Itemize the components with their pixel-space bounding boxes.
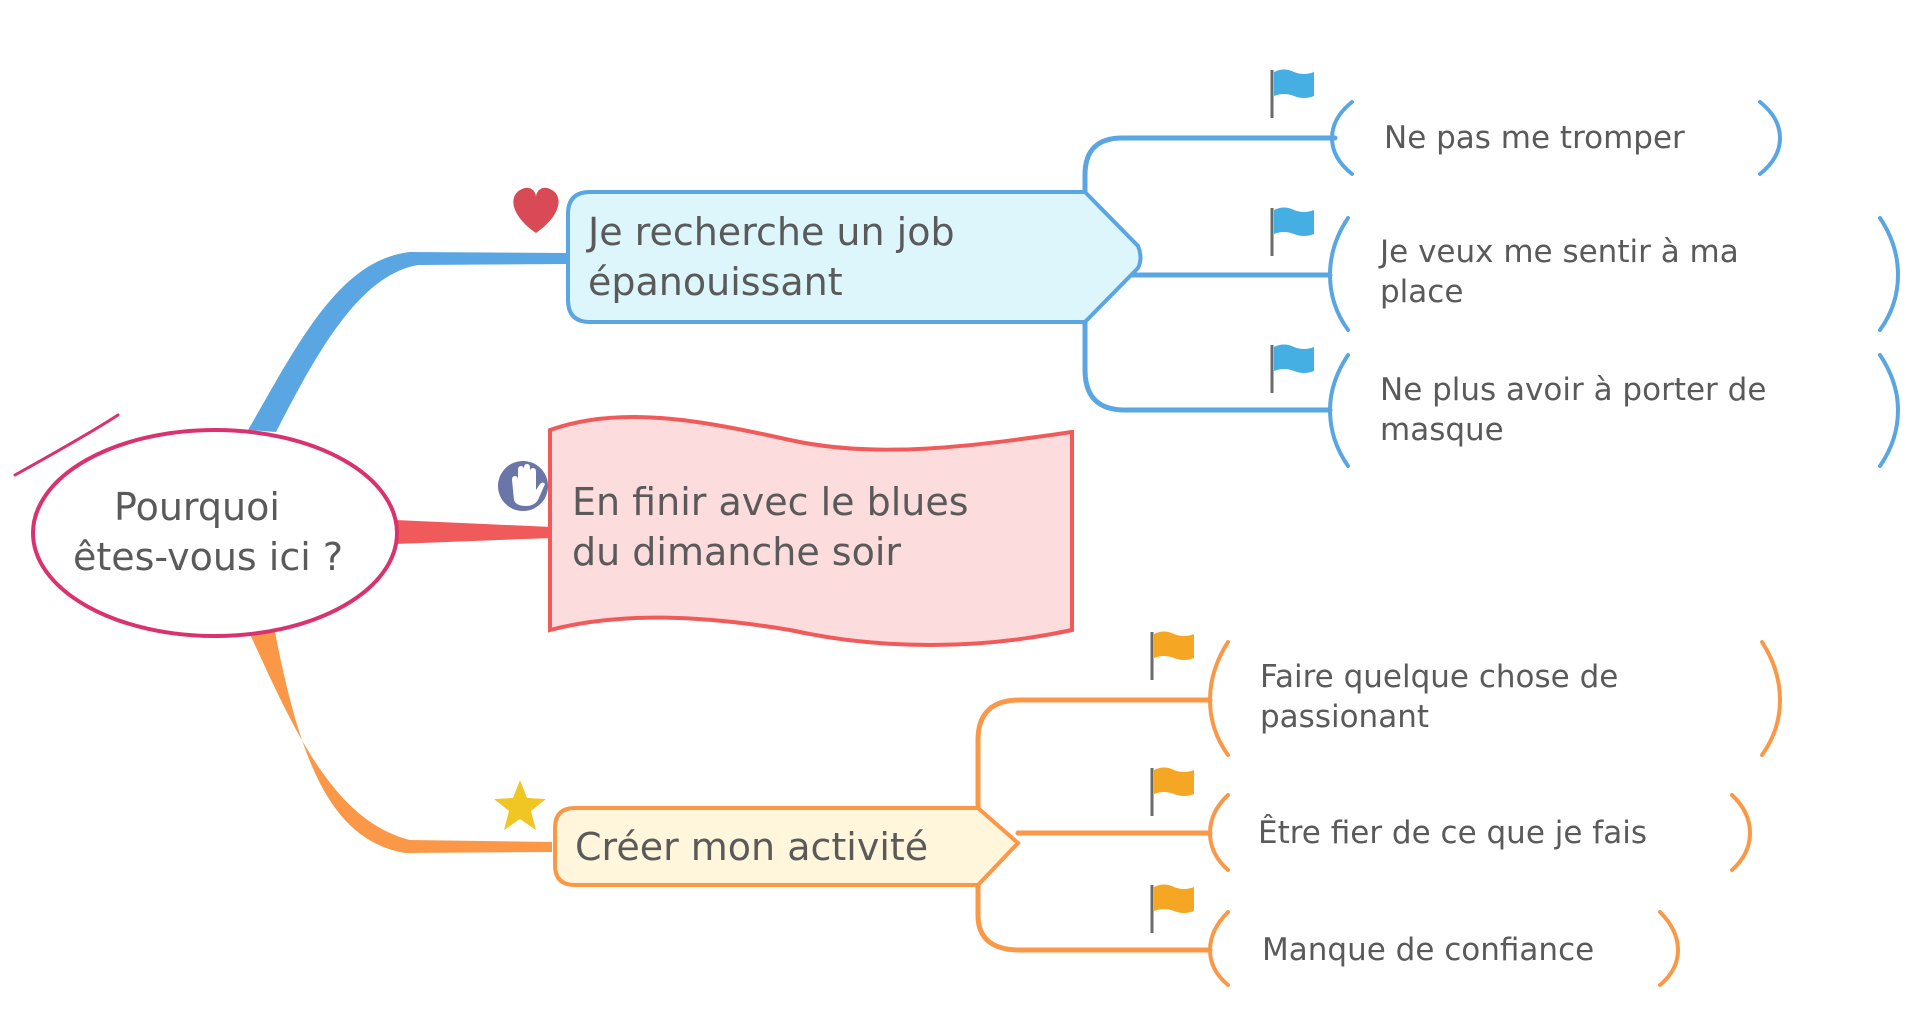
connector-job-child-1 — [1082, 135, 1338, 203]
subtopic-job-3-text: Ne plus avoir à porter de masque — [1380, 372, 1776, 448]
subtopic-activite-2-text: Être fier de ce que je fais — [1258, 815, 1647, 851]
bracket-right — [1658, 910, 1681, 987]
star-icon — [494, 780, 546, 830]
subtopic-activite-3-text: Manque de confiance — [1262, 932, 1594, 968]
bracket-right — [1758, 100, 1783, 176]
topic-job[interactable]: Je recherche un job épanouissant — [566, 190, 1143, 324]
flag-icon — [1270, 207, 1314, 256]
bracket-right — [1760, 640, 1783, 757]
flags — [1150, 69, 1314, 933]
bracket-right — [1730, 793, 1753, 872]
connector-activite-child-1 — [975, 697, 1213, 813]
flag-icon — [1150, 884, 1194, 933]
topic-activite[interactable]: Créer mon activité — [553, 806, 1021, 887]
flag-icon — [1270, 344, 1314, 393]
subtopic-activite-1-line-1: Faire quelque chose de — [1260, 659, 1618, 695]
connector-job — [248, 252, 570, 432]
subtopic-job-2-text: Je veux me sentir à ma place — [1378, 234, 1749, 310]
connector-blues — [395, 520, 552, 544]
central-topic-line-1: Pourquoi — [114, 485, 280, 529]
subtopic-job-1-text: Ne pas me tromper — [1384, 120, 1685, 156]
subtopic-job-2-line-2: place — [1380, 274, 1463, 310]
connector-activite-child-3 — [975, 877, 1213, 953]
bracket-left — [1207, 793, 1230, 872]
central-topic[interactable]: Pourquoi êtes-vous ici ? — [13, 413, 399, 638]
topic-activite-shape — [553, 806, 1021, 887]
topic-job-line-2: épanouissant — [588, 260, 843, 304]
subtopic-job-3-line-1: Ne plus avoir à porter de — [1380, 372, 1766, 408]
flag-icon — [1270, 69, 1314, 118]
topic-blues-line-1: En finir avec le blues — [572, 480, 969, 524]
subtopic-job-2-line-1: Je veux me sentir à ma — [1378, 234, 1739, 270]
topic-blues-line-2: du dimanche soir — [572, 530, 901, 574]
bracket-left — [1329, 100, 1354, 176]
subtopic-activite-1-text: Faire quelque chose de passionant — [1260, 659, 1628, 735]
subtopic-job-1[interactable]: Ne pas me tromper — [1329, 100, 1783, 176]
topic-activite-line-1: Créer mon activité — [575, 825, 928, 869]
central-topic-line-2: êtes-vous ici ? — [73, 535, 343, 579]
bracket-left — [1207, 910, 1230, 987]
bracket-left — [1327, 353, 1350, 468]
topic-job-shape — [566, 190, 1143, 324]
subtopic-activite-3[interactable]: Manque de confiance — [1207, 910, 1681, 987]
subtopic-job-1-line-1: Ne pas me tromper — [1384, 120, 1685, 156]
topic-blues-text: En finir avec le blues du dimanche soir — [572, 480, 981, 574]
connector-job-child-3 — [1082, 312, 1333, 413]
bracket-right — [1878, 353, 1901, 468]
subtopic-activite-2-line-1: Être fier de ce que je fais — [1258, 815, 1647, 851]
subtopic-activite-2[interactable]: Être fier de ce que je fais — [1207, 793, 1753, 872]
subtopic-activite-3-line-1: Manque de confiance — [1262, 932, 1594, 968]
heart-icon — [513, 187, 559, 233]
subtopic-activite-1[interactable]: Faire quelque chose de passionant — [1207, 640, 1783, 757]
bracket-left — [1207, 640, 1230, 757]
bracket-right — [1878, 216, 1901, 332]
subtopic-activite-1-line-2: passionant — [1260, 699, 1429, 735]
topic-blues[interactable]: En finir avec le blues du dimanche soir — [548, 414, 1074, 647]
topic-job-line-1: Je recherche un job — [586, 210, 955, 254]
connector-activite — [248, 630, 552, 853]
topic-blues-shape — [548, 414, 1074, 647]
subtopic-job-3[interactable]: Ne plus avoir à porter de masque — [1327, 353, 1901, 468]
flag-icon — [1150, 767, 1194, 816]
topic-job-text: Je recherche un job épanouissant — [586, 210, 967, 304]
central-topic-text: Pourquoi êtes-vous ici ? — [73, 485, 343, 579]
flag-icon — [1150, 631, 1194, 680]
bracket-left — [1327, 216, 1350, 332]
subtopic-job-2[interactable]: Je veux me sentir à ma place — [1327, 216, 1901, 332]
hand-stop-icon — [498, 461, 548, 511]
topic-activite-text: Créer mon activité — [575, 825, 928, 869]
subtopic-job-3-line-2: masque — [1380, 412, 1504, 448]
